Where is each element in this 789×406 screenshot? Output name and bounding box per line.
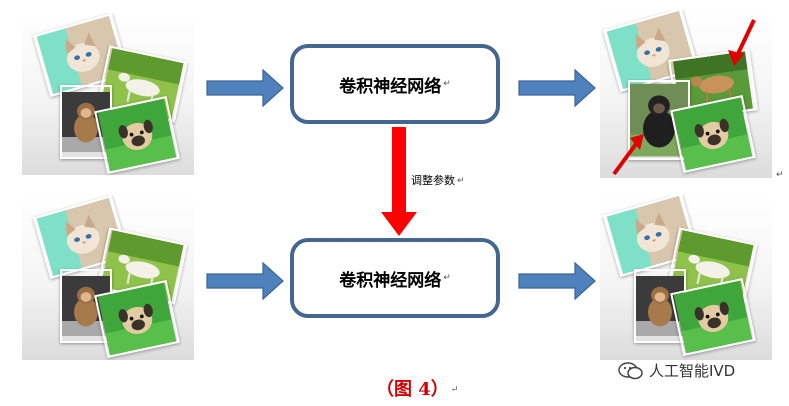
return-mark: ↵ <box>450 385 459 395</box>
arrow-input-row2 <box>206 261 284 301</box>
dog-photo <box>94 96 180 174</box>
arrow-input-row1 <box>206 68 284 108</box>
figure-caption-text: （图 4） <box>376 379 449 400</box>
cnn-box-row2: 卷积神经网络 ↵ <box>290 238 500 318</box>
cnn-box-row1: 卷积神经网络 ↵ <box>290 44 500 124</box>
error-arrow-chimp <box>612 134 644 176</box>
output-image-panel-row1 <box>600 10 772 178</box>
wechat-icon <box>618 361 643 379</box>
cnn-label-row1: 卷积神经网络 <box>339 76 442 97</box>
dog-photo <box>670 278 756 356</box>
adjust-parameters-label: 调整参数↵ <box>411 172 465 188</box>
adjust-parameters-text: 调整参数 <box>411 174 455 187</box>
dog-photo <box>94 280 180 358</box>
output-image-panel-row2 <box>600 195 772 360</box>
error-arrow-calf <box>728 19 756 66</box>
input-image-panel-row2 <box>22 195 194 360</box>
return-mark: ↵ <box>776 170 784 180</box>
return-mark: ↵ <box>443 273 451 283</box>
watermark-text: 人工智能IVD <box>649 362 736 380</box>
figure-caption: （图 4）↵ <box>376 375 458 401</box>
return-mark: ↵ <box>443 79 451 89</box>
watermark: 人工智能IVD <box>618 360 735 381</box>
cnn-label-row2: 卷积神经网络 <box>339 270 442 291</box>
return-mark: ↵ <box>457 176 465 186</box>
arrow-output-row1 <box>518 68 596 108</box>
arrow-output-row2 <box>518 261 596 301</box>
input-image-panel-row1 <box>22 13 194 175</box>
